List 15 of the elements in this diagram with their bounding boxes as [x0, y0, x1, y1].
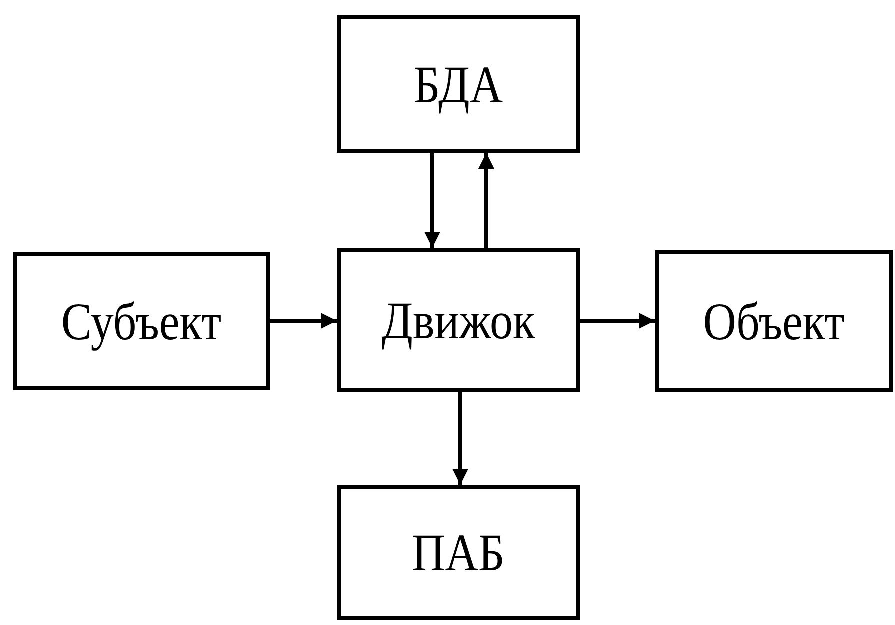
process-box — [337, 248, 580, 392]
process-box — [13, 252, 270, 390]
box-label: Движок — [382, 290, 536, 350]
arrow — [270, 313, 337, 329]
arrow — [478, 153, 494, 248]
process-box — [337, 485, 580, 620]
arrow — [580, 313, 655, 329]
box-label: Объект — [703, 290, 845, 352]
arrow — [452, 392, 468, 485]
arrow — [424, 153, 440, 248]
process-box — [655, 250, 893, 392]
box-label: Субъект — [61, 290, 222, 352]
box-label: ПАБ — [412, 522, 505, 583]
process-box — [337, 15, 580, 153]
box-label: БДА — [414, 54, 504, 114]
